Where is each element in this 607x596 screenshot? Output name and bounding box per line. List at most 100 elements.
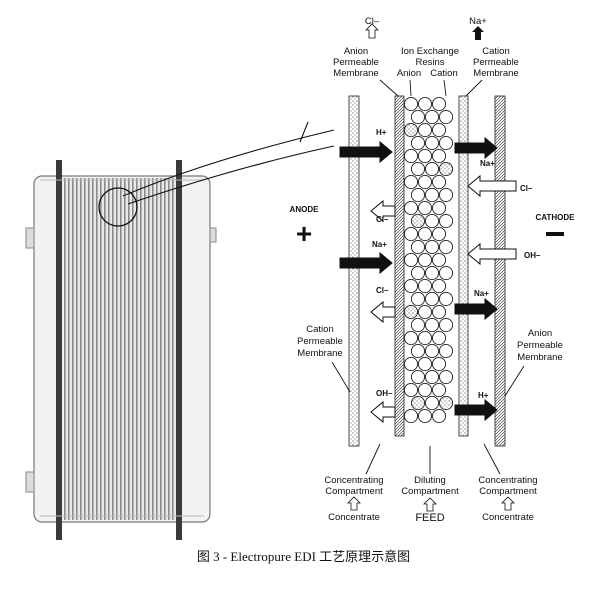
resin-bead bbox=[438, 109, 454, 125]
anion-membrane-right bbox=[494, 95, 506, 447]
ion-label-h-r1: H+ bbox=[478, 391, 489, 400]
ion-migration-arrow bbox=[370, 400, 396, 424]
edi-module bbox=[25, 160, 217, 540]
resin-bead bbox=[403, 226, 419, 242]
resin-bead bbox=[424, 343, 440, 359]
concentrating-right-label-2: Compartment bbox=[479, 486, 537, 497]
resin-bead bbox=[417, 174, 433, 190]
resin-bead bbox=[410, 135, 426, 151]
zoom-circle bbox=[98, 187, 138, 227]
resin-bead bbox=[417, 408, 433, 424]
pointer-cation-membrane bbox=[465, 79, 483, 97]
cation-membrane-top-label-1: Cation bbox=[482, 46, 509, 57]
resin-bead bbox=[410, 291, 426, 307]
resin-bead bbox=[403, 356, 419, 372]
ion-label-cl2: Cl– bbox=[376, 286, 389, 295]
resin-bead bbox=[438, 317, 454, 333]
diluting-label-1: Diluting bbox=[414, 475, 446, 486]
concentrating-left-label-2: Compartment bbox=[325, 486, 383, 497]
cation-resin-label: Cation bbox=[430, 68, 457, 79]
resin-bead bbox=[431, 148, 447, 164]
resin-bead bbox=[438, 187, 454, 203]
anion-resin-label: Anion bbox=[397, 68, 421, 79]
resin-bead bbox=[403, 148, 419, 164]
resin-bead bbox=[431, 330, 447, 346]
pointer-concentrating-right bbox=[483, 443, 501, 475]
resin-bead bbox=[424, 239, 440, 255]
cathode-label: CATHODE bbox=[536, 213, 576, 222]
resin-bead bbox=[403, 330, 419, 346]
pointer-concentrating-left bbox=[365, 443, 381, 475]
resin-bead bbox=[417, 382, 433, 398]
resin-bead bbox=[410, 239, 426, 255]
resin-bead bbox=[424, 135, 440, 151]
resin-bead bbox=[431, 356, 447, 372]
concentrate-right-label: Concentrate bbox=[482, 512, 534, 523]
resin-bead bbox=[417, 330, 433, 346]
concentrate-right-up-arrow bbox=[501, 496, 515, 511]
resin-bead bbox=[438, 265, 454, 281]
ion-migration-arrow bbox=[370, 199, 396, 223]
cation-membrane-center bbox=[458, 95, 469, 437]
resin-bead bbox=[424, 265, 440, 281]
resin-bead bbox=[417, 252, 433, 268]
resin-bead bbox=[410, 317, 426, 333]
resin-bead bbox=[431, 200, 447, 216]
resin-bead bbox=[438, 369, 454, 385]
ion-migration-arrow bbox=[467, 174, 517, 198]
resin-bead bbox=[410, 343, 426, 359]
cation-membrane-top-label-2: Permeable bbox=[473, 57, 519, 68]
resin-bead bbox=[438, 135, 454, 151]
resin-bead bbox=[431, 122, 447, 138]
resin-bead bbox=[403, 200, 419, 216]
pointer-anion-membrane-right bbox=[504, 365, 525, 397]
ion-migration-arrow bbox=[467, 242, 517, 266]
resin-bead bbox=[438, 395, 454, 411]
anion-membrane-right-label-1: Anion bbox=[528, 328, 552, 339]
resin-bead bbox=[438, 213, 454, 229]
resin-bead bbox=[431, 174, 447, 190]
ion-label-na-r1: Na+ bbox=[480, 159, 495, 168]
concentrating-left-label-1: Concentrating bbox=[324, 475, 383, 486]
resin-bead bbox=[410, 161, 426, 177]
zoom-line-upper bbox=[122, 129, 335, 197]
cl-top-label: Cl– bbox=[365, 16, 380, 27]
resin-bead bbox=[438, 343, 454, 359]
concentrate-left-label: Concentrate bbox=[328, 512, 380, 523]
resin-bead bbox=[431, 96, 447, 112]
cation-membrane-left bbox=[348, 95, 360, 447]
resin-bead bbox=[431, 252, 447, 268]
resin-bead bbox=[410, 369, 426, 385]
cation-membrane-top-label-3: Membrane bbox=[473, 68, 518, 79]
resin-bead bbox=[410, 187, 426, 203]
pointer-anion-membrane bbox=[379, 79, 399, 97]
ion-label-h1: H+ bbox=[376, 128, 387, 137]
resin-bead bbox=[403, 278, 419, 294]
cation-membrane-left-label-3: Membrane bbox=[297, 348, 342, 359]
resin-bead bbox=[403, 174, 419, 190]
ion-migration-arrow bbox=[339, 140, 393, 164]
resin-bead bbox=[438, 291, 454, 307]
resin-bead bbox=[403, 122, 419, 138]
resin-bead bbox=[403, 252, 419, 268]
resin-bead bbox=[431, 408, 447, 424]
ion-migration-arrow bbox=[454, 297, 498, 321]
ion-exchange-label-2: Resins bbox=[415, 57, 444, 68]
resin-bead bbox=[424, 291, 440, 307]
ion-label-cl1: Cl– bbox=[376, 215, 389, 224]
resin-bead bbox=[438, 161, 454, 177]
resin-bead bbox=[403, 304, 419, 320]
cation-membrane-left-label-1: Cation bbox=[306, 324, 333, 335]
ion-label-oh1: OH– bbox=[376, 389, 393, 398]
concentrate-left-up-arrow bbox=[347, 496, 361, 511]
diluting-label-2: Compartment bbox=[401, 486, 459, 497]
ion-label-oh-r1: OH– bbox=[524, 251, 541, 260]
resin-bead bbox=[424, 317, 440, 333]
resin-bead bbox=[417, 148, 433, 164]
resin-bead bbox=[417, 278, 433, 294]
minus-sign bbox=[546, 232, 564, 236]
anion-membrane-center bbox=[394, 95, 405, 437]
resin-bead bbox=[431, 278, 447, 294]
